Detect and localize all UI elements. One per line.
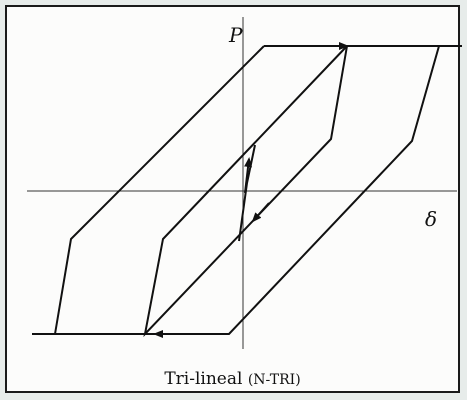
caption-code: (N-TRI) [247,372,301,388]
caption-main: Tri-lineal [164,369,243,389]
x-axis-label: δ [425,207,438,231]
outer-loop [32,45,462,335]
arrow-mid-down [251,202,270,223]
figure-caption: Tri-lineal (N-TRI) [7,369,458,389]
inner-loop [143,45,348,338]
arrow-mid-up [244,157,253,194]
figure-frame: P δ Tri-lineal (N-TRI) [5,5,462,393]
hysteresis-diagram [27,17,462,349]
y-axis-label: P [229,23,243,47]
